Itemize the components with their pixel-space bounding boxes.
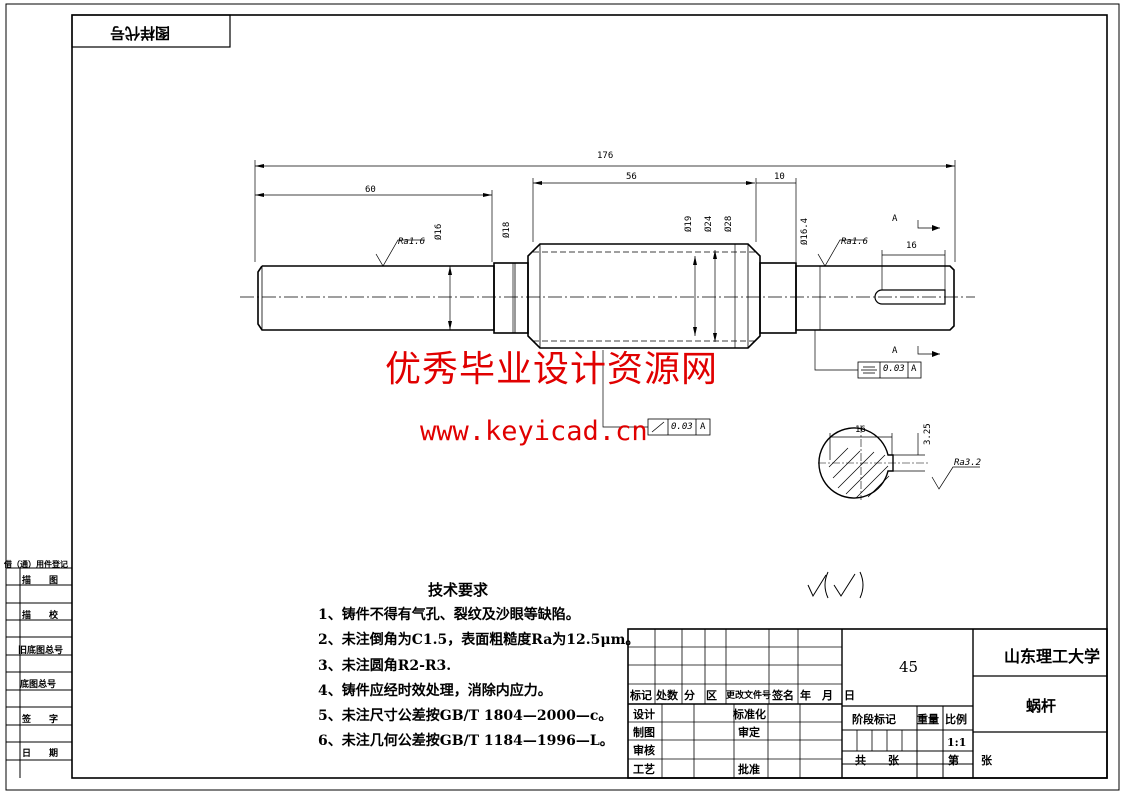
dim-key-length: 16 xyxy=(906,241,917,251)
tech-requirement-item: 1、铸件不得有气孔、裂纹及沙眼等缺陷。 xyxy=(318,607,580,623)
side-table-row: 底图总号 xyxy=(20,680,57,690)
tolerance-sym-datum: A xyxy=(911,364,917,374)
dim-dia-left: Ø16 xyxy=(434,223,444,240)
dim-dia-shoulder: Ø18 xyxy=(502,221,512,238)
tech-requirement-item: 5、未注尺寸公差按GB/T 1804—2000—c。 xyxy=(318,708,613,724)
dim-mid-length: 56 xyxy=(626,172,637,182)
change-header-sign: 签名 xyxy=(772,689,794,702)
outer-border xyxy=(5,3,1120,791)
tech-requirements-title: 技术要求 xyxy=(428,581,489,599)
watermark-title: 优秀毕业设计资源网 xyxy=(385,349,719,390)
tolerance-sym-value: 0.03 xyxy=(883,364,905,374)
shaft-outline xyxy=(257,243,955,349)
dim-section-width: 16 xyxy=(855,425,866,435)
side-table-row: 签 字 xyxy=(22,715,59,725)
label-scale: 比例 xyxy=(945,713,967,726)
section-view xyxy=(818,425,930,500)
change-header-count: 处数 xyxy=(656,689,678,702)
label-standardize: 标准化 xyxy=(733,708,766,721)
corner-label-box xyxy=(71,14,231,48)
dim-dia-right: Ø16.4 xyxy=(800,217,810,245)
dim-right-gap: 10 xyxy=(774,172,785,182)
dimension-arrows xyxy=(255,164,955,357)
side-table-row: 旧底图总号 xyxy=(18,646,64,656)
section-hatch xyxy=(828,447,890,499)
change-header-date: 年 月 日 xyxy=(800,689,855,702)
dim-left-length: 60 xyxy=(365,185,376,195)
dimension-lines xyxy=(254,160,980,490)
scale-value: 1:1 xyxy=(947,736,967,749)
label-check: 审核 xyxy=(633,744,655,757)
corner-label: 图样代号 xyxy=(110,24,171,42)
dim-total-length: 176 xyxy=(597,151,614,161)
tech-requirement-item: 2、未注倒角为C1.5，表面粗糙度Ra为12.5μm。 xyxy=(318,632,640,648)
tech-requirement-item: 4、铸件应经时效处理，消除内应力。 xyxy=(318,683,552,699)
tolerance-run-value: 0.03 xyxy=(671,422,693,432)
material: 45 xyxy=(899,658,919,676)
title-block-grid xyxy=(627,628,1108,779)
side-table-row: 日 期 xyxy=(22,749,59,759)
change-header-zone: 分 区 xyxy=(684,689,717,702)
dim-dia-19: Ø19 xyxy=(684,215,694,232)
sheet-number: 第 张 xyxy=(948,754,992,767)
label-stage-mark: 阶段标记 xyxy=(852,713,896,726)
roughness-left: Ra1.6 xyxy=(398,237,426,247)
total-sheets: 共 张 xyxy=(855,754,899,767)
dim-key-depth: 3.25 xyxy=(923,423,933,445)
tolerance-frame-runout xyxy=(647,418,711,436)
change-header-mark: 标记 xyxy=(630,689,652,702)
inner-border xyxy=(71,14,1108,779)
tech-requirement-item: 6、未注几何公差按GB/T 1184—1996—L。 xyxy=(318,733,614,749)
section-mark-top: A xyxy=(892,214,898,224)
change-header-doc: 更改文件号 xyxy=(726,691,772,701)
label-review: 审定 xyxy=(738,726,760,739)
tech-requirement-item: 3、未注圆角R2-R3. xyxy=(318,658,452,674)
side-table-grid xyxy=(6,567,72,778)
label-process: 工艺 xyxy=(633,763,655,776)
label-weight: 重量 xyxy=(917,713,939,726)
tolerance-run-datum: A xyxy=(700,422,706,432)
dim-dia-24: Ø24 xyxy=(704,215,714,232)
roughness-right: Ra1.6 xyxy=(841,237,869,247)
side-table-row: 描 图 xyxy=(22,576,59,586)
part-name: 蜗杆 xyxy=(1026,697,1057,715)
side-table-header: 借（通）用件登记 xyxy=(4,559,68,569)
tolerance-frame-symmetry xyxy=(857,361,922,379)
watermark-url: www.keyicad.cn xyxy=(420,416,648,447)
side-table-row: 描 校 xyxy=(22,611,59,621)
label-drafting: 制图 xyxy=(633,726,655,739)
section-mark-bottom: A xyxy=(892,346,898,356)
dim-dia-28: Ø28 xyxy=(724,215,734,232)
school-name: 山东理工大学 xyxy=(1004,647,1101,666)
label-design: 设计 xyxy=(633,708,655,721)
general-roughness-mark xyxy=(807,571,864,599)
roughness-key: Ra3.2 xyxy=(954,458,982,468)
label-approve: 批准 xyxy=(738,763,760,776)
